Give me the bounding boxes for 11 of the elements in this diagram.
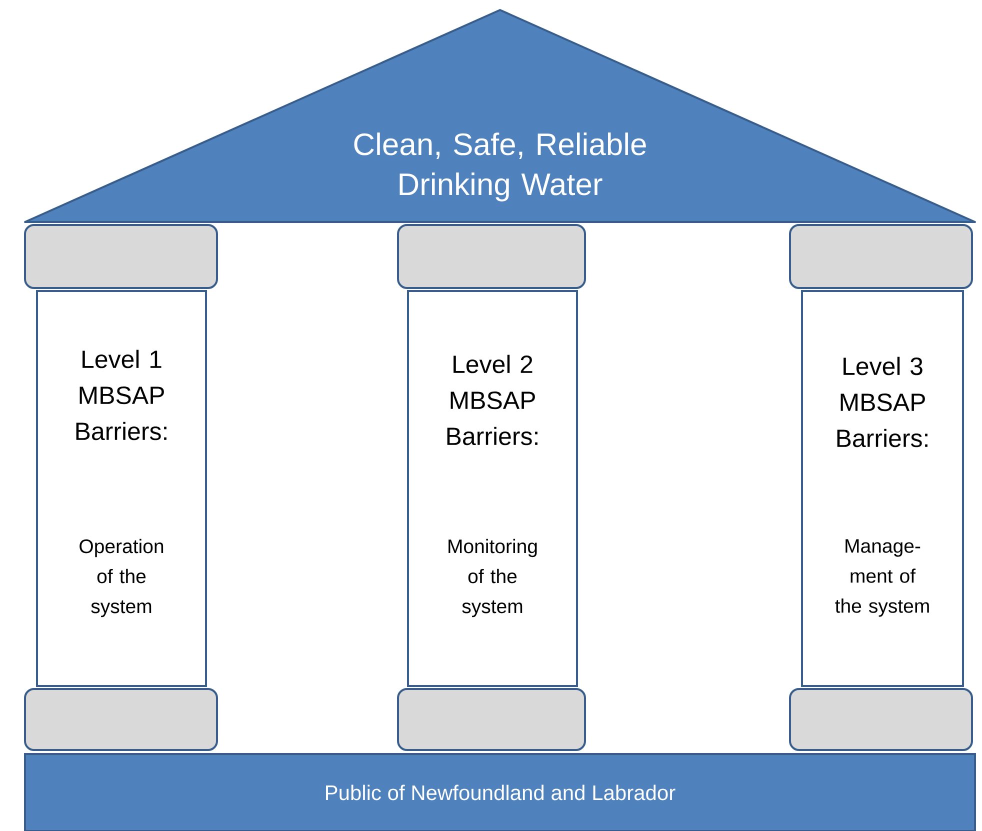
column-capital xyxy=(789,224,973,289)
column-base xyxy=(789,688,973,751)
column-capital xyxy=(397,224,586,289)
column-shaft: Level 1 MBSAP Barriers: Operation of the system xyxy=(36,290,207,687)
column-shaft: Level 3 MBSAP Barriers: Manage- ment of the system xyxy=(801,290,964,687)
column-capital xyxy=(24,224,218,289)
roof-triangle: Clean, Safe, Reliable Drinking Water xyxy=(24,9,976,223)
foundation-band: Public of Newfoundland and Labrador xyxy=(24,753,976,831)
column-base xyxy=(24,688,218,751)
column-shaft: Level 2 MBSAP Barriers: Monitoring of the system xyxy=(407,290,578,687)
column-base xyxy=(397,688,586,751)
